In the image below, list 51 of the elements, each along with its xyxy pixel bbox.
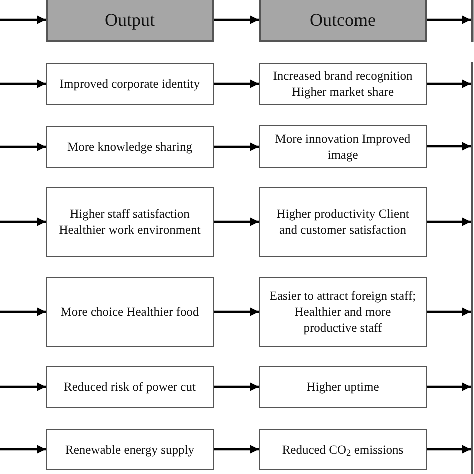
arrow [427, 16, 471, 24]
arrow [0, 382, 46, 392]
arrow [214, 308, 259, 316]
arrow [427, 80, 471, 88]
arrow [214, 445, 259, 454]
process-box [259, 366, 427, 408]
process-box [46, 429, 214, 470]
process-box [259, 277, 427, 347]
arrow [0, 16, 46, 24]
box-text: Higher uptime [306, 379, 380, 395]
arrow [214, 16, 259, 24]
partial-box [471, 0, 474, 42]
box-text: Outcome [310, 8, 376, 32]
process-box [46, 126, 214, 168]
header-box [259, 0, 427, 42]
arrow [0, 142, 46, 152]
process-box [259, 63, 427, 105]
arrow [427, 445, 471, 454]
arrow [427, 142, 471, 151]
box-text: Higher staff satisfaction Healthier work environment [58, 206, 202, 238]
box-text: More innovation Improved image [274, 130, 412, 162]
arrow [214, 80, 259, 88]
box-text: Renewable energy supply [66, 442, 194, 458]
box-text: Higher productivity Client and customer satisfaction [276, 206, 410, 238]
arrow [214, 142, 259, 152]
header-box [46, 0, 214, 42]
box-text: Easier to attract foreign staff; Healthier and more productive staff [268, 288, 418, 336]
box-text: Increased brand recognition Higher market share [272, 68, 414, 100]
partial-box [471, 62, 474, 474]
process-box [46, 277, 214, 347]
arrow [214, 218, 259, 226]
arrow [427, 218, 471, 226]
process-box [46, 187, 214, 257]
box-text: More knowledge sharing [68, 139, 192, 155]
process-box [46, 366, 214, 408]
arrow [0, 308, 46, 316]
process-box [46, 63, 214, 105]
box-text: Reduced risk of power cut [64, 379, 196, 395]
process-box [259, 429, 427, 470]
process-box [259, 187, 427, 257]
arrow [427, 382, 471, 392]
box-text: More choice Healthier food [60, 304, 200, 320]
arrow [0, 218, 46, 226]
box-text: Output [104, 8, 155, 32]
box-text: Improved corporate identity [60, 76, 200, 92]
arrow [0, 445, 46, 454]
arrow [214, 382, 259, 392]
process-box [259, 125, 427, 168]
box-text: Reduced CO$_{2}$ emissions [282, 442, 404, 458]
arrow [427, 308, 471, 316]
arrow [0, 80, 46, 88]
